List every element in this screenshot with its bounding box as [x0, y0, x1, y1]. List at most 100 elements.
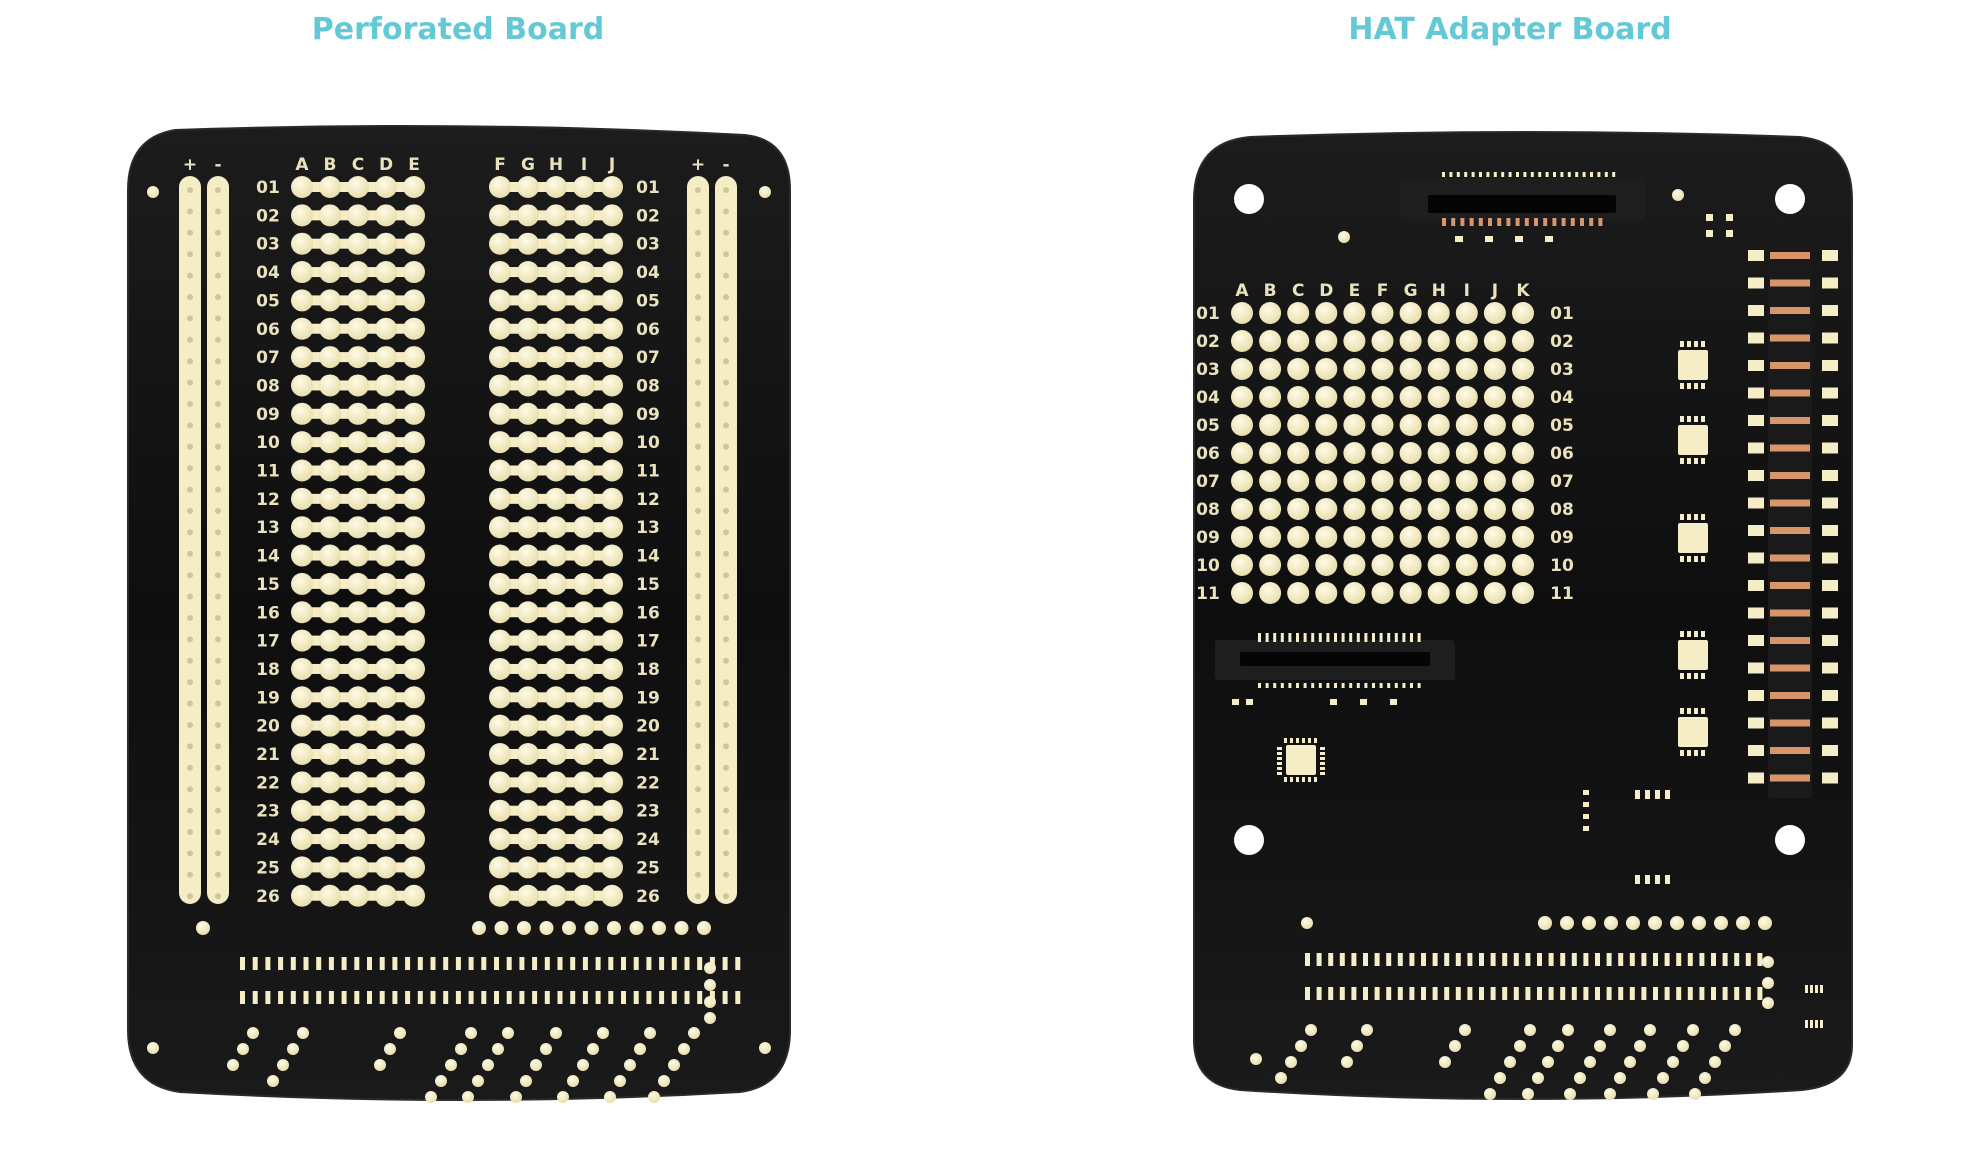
hat-grid-pad [1343, 358, 1366, 380]
side-pad [704, 1012, 716, 1024]
gpio-pad-right [1822, 690, 1838, 701]
pad [573, 572, 595, 595]
gpio-trace [1770, 279, 1810, 287]
diagonal-pad [277, 1059, 289, 1071]
hat-grid-pad [1399, 330, 1422, 352]
hat-diagonal-pad [1729, 1024, 1741, 1036]
hat-header-pin-bottom [1316, 987, 1322, 1000]
fiducial-dot [1301, 917, 1313, 929]
header-pin-top [252, 957, 258, 970]
hat-header-pin-bottom [1351, 987, 1357, 1000]
top-connector-lead [1478, 218, 1483, 226]
hat-header-pin-top [1653, 953, 1658, 966]
hat-diagonal-pad [1647, 1088, 1659, 1100]
pad [403, 572, 425, 595]
hat-grid-pad [1287, 470, 1310, 492]
hat-diagonal-pad [1524, 1024, 1536, 1036]
gpio-trace [1770, 554, 1810, 562]
header-pin-bottom [481, 991, 487, 1004]
mid-connector-pin-bottom [1326, 683, 1330, 688]
row-label-left-17: 17 [256, 632, 280, 652]
row-label-right-05: 05 [636, 291, 660, 311]
mounting-hole [1234, 825, 1264, 855]
gpio-pad-right [1822, 607, 1838, 619]
smd-cap [1706, 230, 1713, 237]
column-label-h: H [549, 155, 563, 175]
header-pin-top [341, 957, 347, 970]
hat-row-label-left-06: 06 [1196, 444, 1220, 464]
power-rail-hole [215, 722, 221, 728]
hat-grid-pad [1259, 330, 1282, 352]
gpio-trace [1770, 334, 1810, 342]
row-label-right-07: 07 [636, 348, 660, 368]
qfn-pin [1284, 738, 1287, 743]
row-label-left-22: 22 [256, 773, 280, 793]
ic-pin [1701, 708, 1705, 714]
header-pin-bottom [519, 991, 525, 1004]
pad [403, 431, 425, 454]
power-rail-hole [215, 358, 221, 365]
hat-header-pin-bottom [1513, 987, 1519, 1000]
power-rail-hole [695, 336, 701, 343]
hat-header-pin-top [1316, 953, 1322, 966]
hat-grid-pad [1315, 554, 1338, 576]
hat-grid-pad [1483, 526, 1506, 548]
diagonal-pad [678, 1043, 690, 1055]
pad [489, 629, 511, 652]
header-pin-bottom [265, 991, 271, 1004]
pad [291, 289, 313, 312]
ic-pin [1687, 556, 1691, 562]
pad [517, 317, 539, 340]
pad [403, 799, 425, 822]
pad [545, 346, 567, 369]
row-label-left-16: 16 [256, 603, 280, 623]
hat-grid-pad [1287, 358, 1310, 380]
hat-row-label-right-01: 01 [1550, 304, 1574, 324]
hat-header-pin-bottom [1571, 987, 1577, 1000]
top-connector-smd [1515, 236, 1523, 242]
diagonal-pad [247, 1027, 259, 1039]
hat-grid-pad [1399, 498, 1422, 520]
hat-row-label-left-11: 11 [1196, 584, 1220, 604]
row-label-left-02: 02 [256, 206, 280, 226]
pad [319, 176, 341, 198]
ic-pin [1701, 341, 1705, 347]
diagonal-pad [648, 1091, 660, 1103]
power-rail-hole [695, 208, 701, 215]
power-rail-hole [723, 593, 729, 600]
pad [347, 346, 369, 369]
pad [291, 176, 313, 198]
qfn-pin [1290, 777, 1293, 782]
hat-header-pin-top [1537, 953, 1542, 966]
row-label-left-13: 13 [256, 518, 280, 538]
pad [573, 657, 595, 680]
pad [517, 657, 539, 680]
gpio-trace [1770, 417, 1810, 424]
pad [375, 544, 397, 567]
hat-grid-pad [1455, 330, 1478, 352]
power-rail-hole [215, 679, 221, 686]
pad [545, 459, 567, 482]
mid-connector-pin [1341, 633, 1345, 642]
hat-grid-pad [1455, 554, 1478, 576]
hat-diagonal-pad [1719, 1040, 1731, 1052]
corner-dot [759, 1042, 771, 1054]
column-label-d: D [379, 155, 393, 175]
hat-grid-pad [1455, 526, 1478, 548]
hat-header-pin-bottom [1687, 987, 1693, 1000]
hat-diagonal-pad [1351, 1040, 1363, 1052]
pad [403, 289, 425, 312]
diagonal-pad [668, 1059, 680, 1071]
gpio-pad-left [1748, 690, 1764, 701]
power-rail-hole [723, 615, 729, 621]
pad [601, 544, 623, 567]
hat-grid-pad [1512, 358, 1534, 380]
rail-label-minus-right: - [722, 155, 729, 175]
pad [517, 686, 539, 709]
hat-row-label-left-10: 10 [1196, 556, 1220, 576]
pad [573, 544, 595, 567]
hat-grid-pad [1287, 526, 1310, 548]
pad [573, 431, 595, 454]
header-pin-top [494, 957, 499, 970]
